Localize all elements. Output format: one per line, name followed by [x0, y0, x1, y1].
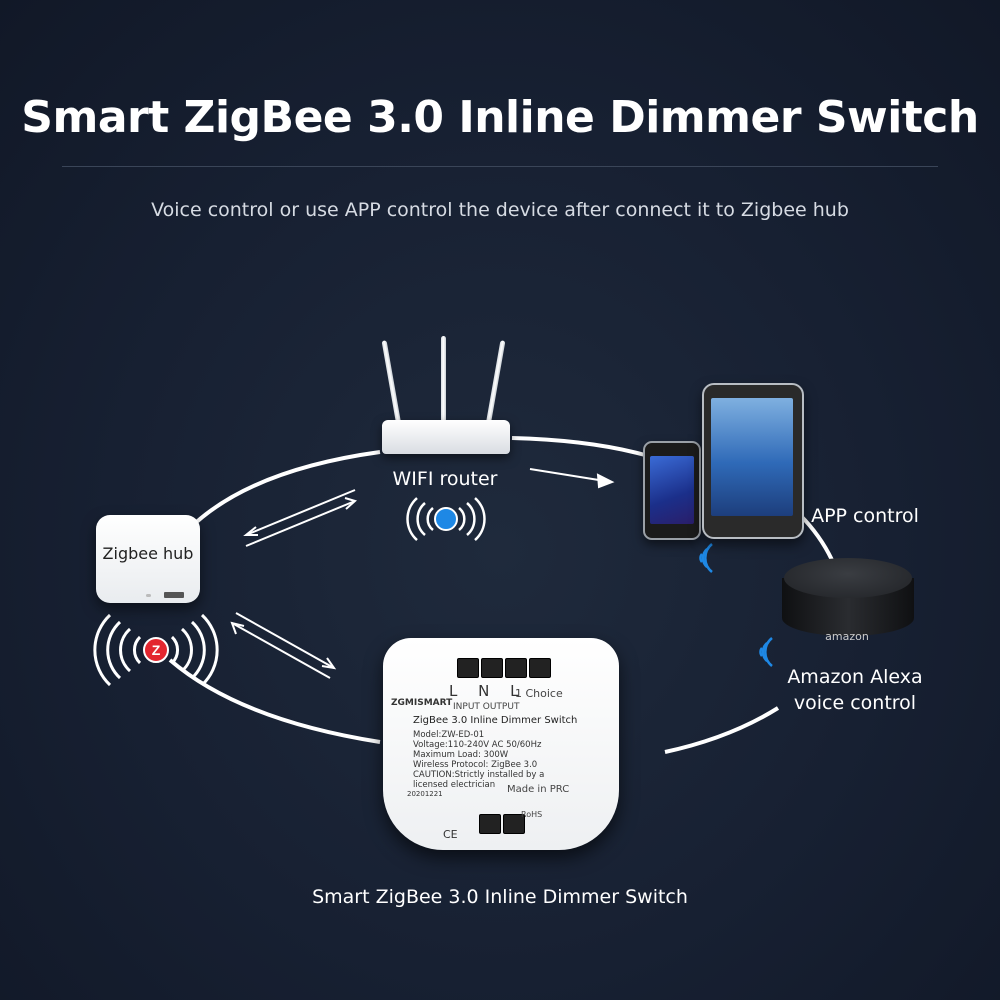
- zigbee-signal-waves: [93, 613, 219, 687]
- terminal-l-in: [457, 658, 479, 678]
- router-antenna-middle: [441, 336, 446, 422]
- alexa-label-line-1: Amazon Alexa: [787, 666, 923, 688]
- zigbee-hub-label: Zigbee hub: [102, 544, 194, 563]
- device-load: Maximum Load: 300W: [413, 750, 509, 760]
- device-specs: Model:ZW-ED-01 Voltage:110-240V AC 50/60…: [413, 730, 563, 790]
- zigbee-logo-letter: Z: [152, 642, 161, 658]
- device-ce-mark: CE: [443, 828, 458, 841]
- title-divider: [62, 166, 938, 167]
- device-date: 20201221: [407, 790, 443, 798]
- device-rohs: RoHS: [521, 810, 543, 819]
- smartphone-large-screen: [711, 398, 793, 516]
- device-label: Smart ZigBee 3.0 Inline Dimmer Switch: [312, 886, 688, 908]
- wifi-badge-icon: [434, 507, 458, 531]
- dimmer-switch-device: ZGMISMART L N L 1 Choice INPUT OUTPUT Zi…: [383, 638, 619, 850]
- device-model: Model:ZW-ED-01: [413, 730, 485, 740]
- phone-signal-icon: [699, 543, 713, 573]
- hub-usb-port: [164, 592, 184, 598]
- echo-signal-icon: [759, 637, 773, 667]
- arrow-hub-to-device: [230, 612, 337, 679]
- device-made-in: Made in PRC: [507, 784, 570, 795]
- arc-echo-to-device: [664, 706, 780, 754]
- device-protocol: Wireless Protocol: ZigBee 3.0: [413, 760, 538, 770]
- smartphone-small-screen: [650, 456, 694, 524]
- arrow-router-to-hub: [243, 489, 358, 547]
- arrow-router-to-phone: [529, 468, 615, 489]
- zigbee-logo-icon: [143, 637, 169, 663]
- device-brand: ZGMISMART: [391, 698, 453, 708]
- page-title: Smart ZigBee 3.0 Inline Dimmer Switch: [21, 92, 979, 143]
- terminal-bottom-1: [479, 814, 501, 834]
- terminal-bottom-2: [503, 814, 525, 834]
- wifi-signal-waves: [406, 497, 486, 541]
- alexa-voice-control-label: Amazon Alexa voice control: [770, 664, 940, 716]
- device-name: ZigBee 3.0 Inline Dimmer Switch: [413, 715, 578, 726]
- zigbee-hub-icon: [96, 515, 200, 603]
- wifi-router-label: WIFI router: [392, 468, 498, 490]
- echo-brand-text: amazon: [825, 630, 869, 643]
- device-caution: CAUTION:Strictly installed by a licensed…: [413, 770, 545, 790]
- device-terminal-letters: L N L: [449, 682, 527, 700]
- amazon-echo-icon: [784, 558, 912, 598]
- terminal-extra: [529, 658, 551, 678]
- terminal-l-out: [505, 658, 527, 678]
- terminal-n: [481, 658, 503, 678]
- arc-router-to-phone: [511, 436, 646, 457]
- hub-indicator: [146, 594, 151, 597]
- arc-device-to-hub: [168, 658, 381, 744]
- wifi-router-icon: [382, 420, 510, 454]
- app-control-label: APP control: [811, 505, 919, 527]
- arc-hub-to-router: [188, 450, 381, 530]
- page-subtitle: Voice control or use APP control the dev…: [151, 199, 849, 221]
- device-choice: 1 Choice: [515, 687, 563, 700]
- alexa-label-line-2: voice control: [793, 692, 917, 714]
- device-voltage: Voltage:110-240V AC 50/60Hz: [413, 740, 542, 750]
- device-in-out: INPUT OUTPUT: [453, 702, 520, 712]
